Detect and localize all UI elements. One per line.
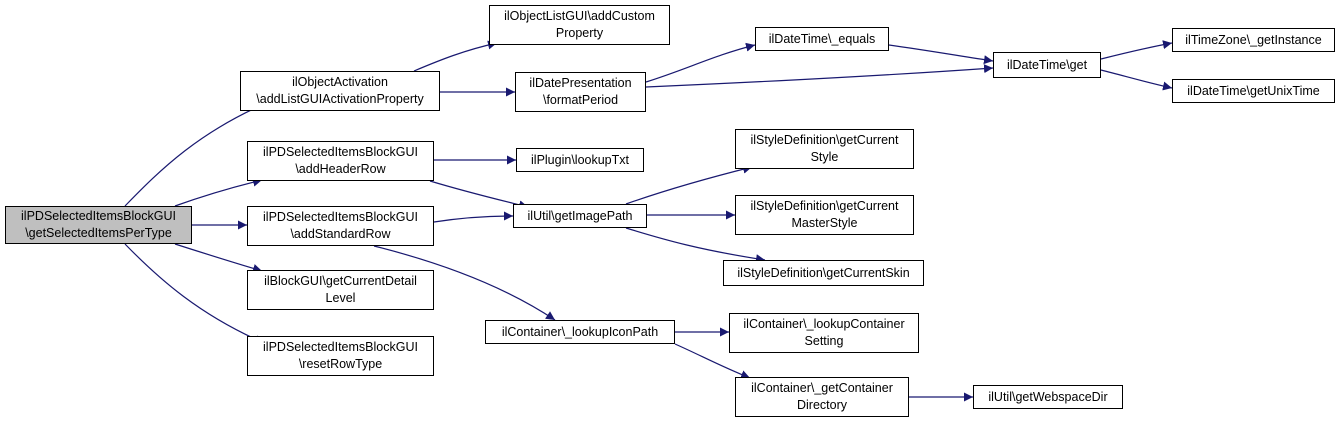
node-webspacedir[interactable]: ilUtil\getWebspaceDir xyxy=(973,385,1123,409)
node-curskin-line1: ilStyleDefinition\getCurrentSkin xyxy=(737,265,910,280)
node-objact-line2: \addListGUIActivationProperty xyxy=(256,92,424,106)
node-blockgui[interactable]: ilBlockGUI\getCurrentDetail Level xyxy=(247,270,434,310)
node-lookupiconpath-line1: ilContainer\_lookupIconPath xyxy=(501,324,659,339)
node-blockgui-line2: Level xyxy=(325,291,356,305)
node-tzinstance[interactable]: ilTimeZone\_getInstance xyxy=(1172,28,1335,52)
node-curstyle-line2: Style xyxy=(810,150,839,164)
node-dtget-line1: ilDateTime\get xyxy=(1006,57,1088,72)
node-datepres-line2: \formatPeriod xyxy=(542,93,619,107)
edge-lookupicon-getcontainerdir xyxy=(674,343,751,379)
node-addstandard-line2: \addStandardRow xyxy=(290,227,391,241)
node-datepres-line1: ilDatePresentation xyxy=(529,76,632,90)
node-getimagepath[interactable]: ilUtil\getImagePath xyxy=(513,204,647,228)
node-curskin[interactable]: ilStyleDefinition\getCurrentSkin xyxy=(723,260,924,286)
edge-datepres-dtequals xyxy=(645,42,756,83)
node-addheader[interactable]: ilPDSelectedItemsBlockGUI \addHeaderRow xyxy=(247,141,434,181)
node-root[interactable]: ilPDSelectedItemsBlockGUI \getSelectedIt… xyxy=(5,206,192,244)
edge-dtequals-dtget xyxy=(888,44,994,65)
node-objact-line1: ilObjectActivation xyxy=(292,75,388,89)
node-plugin[interactable]: ilPlugin\lookupTxt xyxy=(516,148,644,172)
node-webspacedir-line1: ilUtil\getWebspaceDir xyxy=(988,389,1108,404)
node-root-line2: \getSelectedItemsPerType xyxy=(25,226,172,240)
node-lookupiconpath[interactable]: ilContainer\_lookupIconPath xyxy=(485,320,675,344)
node-objlistgui-line2: Property xyxy=(555,26,604,40)
node-curmaster[interactable]: ilStyleDefinition\getCurrent MasterStyle xyxy=(735,195,914,235)
edge-root-resetrow xyxy=(124,243,265,344)
node-curmaster-line1: ilStyleDefinition\getCurrent xyxy=(750,199,899,213)
node-addheader-line1: ilPDSelectedItemsBlockGUI xyxy=(263,145,418,159)
node-curstyle[interactable]: ilStyleDefinition\getCurrent Style xyxy=(735,129,914,169)
node-getcontainerdir[interactable]: ilContainer\_getContainer Directory xyxy=(735,377,909,417)
node-dtget[interactable]: ilDateTime\get xyxy=(993,52,1101,78)
edge-root-addheader xyxy=(174,177,263,207)
node-plugin-line1: ilPlugin\lookupTxt xyxy=(531,152,629,167)
edge-objact-objlistgui xyxy=(413,40,498,72)
node-curstyle-line1: ilStyleDefinition\getCurrent xyxy=(750,133,899,147)
node-lookupcontainer-line1: ilContainer\_lookupContainer xyxy=(743,317,905,331)
node-datepres[interactable]: ilDatePresentation \formatPeriod xyxy=(515,72,646,112)
node-tzinstance-line1: ilTimeZone\_getInstance xyxy=(1185,32,1322,47)
node-getimagepath-line1: ilUtil\getImagePath xyxy=(527,208,633,223)
edge-root-blockgui xyxy=(174,243,263,273)
node-addstandard[interactable]: ilPDSelectedItemsBlockGUI \addStandardRo… xyxy=(247,206,434,246)
edge-addstandard-getimagepath xyxy=(433,211,514,223)
node-objlistgui-line1: ilObjectListGUI\addCustom xyxy=(504,9,655,23)
node-objact[interactable]: ilObjectActivation \addListGUIActivation… xyxy=(240,71,440,111)
edge-getimagepath-curskin xyxy=(625,227,766,264)
node-lookupcontainer-line2: Setting xyxy=(804,334,844,348)
node-getcontainerdir-line1: ilContainer\_getContainer xyxy=(751,381,893,395)
node-root-line1: ilPDSelectedItemsBlockGUI xyxy=(21,209,176,223)
node-dtequals-line1: ilDateTime\_equals xyxy=(768,31,876,46)
node-unixtime-line1: ilDateTime\getUnixTime xyxy=(1187,83,1320,98)
node-resetrow-line1: ilPDSelectedItemsBlockGUI xyxy=(263,340,418,354)
node-dtequals[interactable]: ilDateTime\_equals xyxy=(755,27,889,51)
node-unixtime[interactable]: ilDateTime\getUnixTime xyxy=(1172,79,1335,103)
edge-datepres-dtget xyxy=(645,64,994,88)
node-objlistgui[interactable]: ilObjectListGUI\addCustom Property xyxy=(489,5,670,45)
node-curmaster-line2: MasterStyle xyxy=(791,216,858,230)
node-getcontainerdir-line2: Directory xyxy=(796,398,847,412)
edge-addstandard-lookupicon xyxy=(373,245,556,321)
node-blockgui-line1: ilBlockGUI\getCurrentDetail xyxy=(264,274,417,288)
node-resetrow-line2: \resetRowType xyxy=(298,357,383,371)
node-addstandard-line1: ilPDSelectedItemsBlockGUI xyxy=(263,210,418,224)
edge-dtget-tzinstance xyxy=(1100,40,1173,60)
node-lookupcontainer[interactable]: ilContainer\_lookupContainer Setting xyxy=(729,313,919,353)
node-addheader-line2: \addHeaderRow xyxy=(295,162,386,176)
edge-getimagepath-curstyle xyxy=(625,164,753,205)
edge-dtget-unixtime xyxy=(1100,69,1173,91)
node-resetrow[interactable]: ilPDSelectedItemsBlockGUI \resetRowType xyxy=(247,336,434,376)
